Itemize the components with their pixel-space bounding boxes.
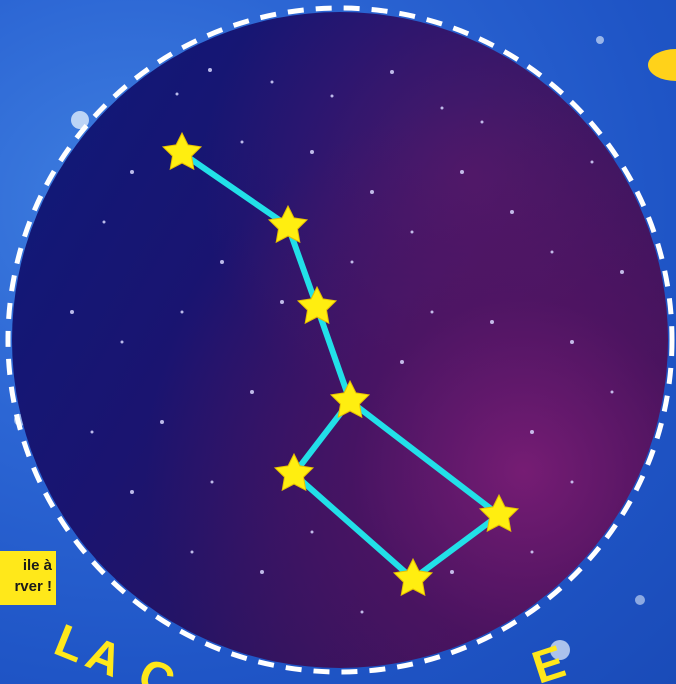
constellation-lines <box>182 153 499 579</box>
dashed-border-ring <box>8 8 672 672</box>
title-fragment-right: E <box>526 635 571 684</box>
star-icon <box>298 287 336 323</box>
star-icon <box>269 206 307 242</box>
sticker-line-2: rver ! <box>0 576 52 597</box>
yellow-sticker-label: ile à rver ! <box>0 551 56 605</box>
title-fragment-left: LA C <box>48 614 188 684</box>
curved-title: LA C E <box>40 600 640 684</box>
sticker-line-1: ile à <box>0 555 52 576</box>
